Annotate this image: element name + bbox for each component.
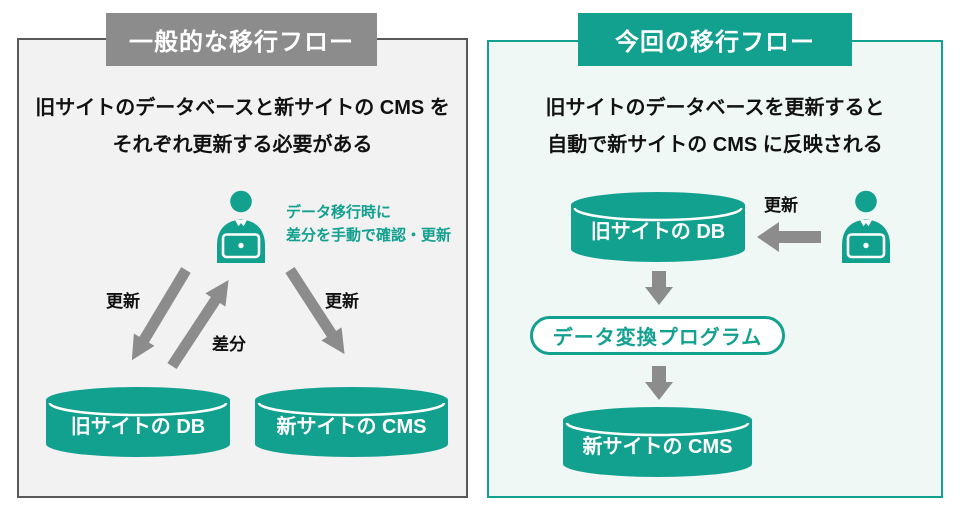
general-flow-description-line2: それぞれ更新する必要がある xyxy=(112,134,373,156)
new-cms-cylinder: 新サイトの CMS xyxy=(255,387,448,457)
manual-diff-annotation-line1: データ移行時に xyxy=(286,204,392,221)
general-flow-title-badge: 一般的な移行フロー xyxy=(106,13,377,66)
update-left-label: 更新 xyxy=(106,292,140,311)
database-cylinder-icon xyxy=(255,387,448,457)
old-db-label: 旧サイトの DB xyxy=(70,415,206,438)
person-with-laptop-icon xyxy=(210,190,272,263)
old-db-right-label: 旧サイトの DB xyxy=(590,220,726,243)
current-flow-description-line1: 旧サイトのデータベースを更新すると xyxy=(545,97,885,119)
current-flow-title-badge: 今回の移行フロー xyxy=(578,13,852,66)
data-converter-pill: データ変換プログラム xyxy=(530,316,785,355)
arrow-down-icon-1 xyxy=(645,271,673,305)
diff-label: 差分 xyxy=(212,335,246,354)
old-db-cylinder: 旧サイトの DB xyxy=(46,387,230,457)
current-flow-title: 今回の移行フロー xyxy=(615,29,815,56)
update-label-right-panel: 更新 xyxy=(764,196,798,215)
data-converter-label: データ変換プログラム xyxy=(552,327,763,349)
general-flow-description: 旧サイトのデータベースと新サイトの CMS を それぞれ更新する必要がある xyxy=(19,90,466,164)
update-diff-arrows-icon xyxy=(100,264,370,372)
current-flow-description-line2: 自動で新サイトの CMS に反映される xyxy=(547,134,883,156)
manual-diff-annotation: データ移行時に 差分を手動で確認・更新 xyxy=(286,201,451,247)
arrow-down-icon-2 xyxy=(645,366,673,400)
current-flow-description: 旧サイトのデータベースを更新すると 自動で新サイトの CMS に反映される xyxy=(489,90,941,164)
new-cms-right-label: 新サイトの CMS xyxy=(582,435,733,458)
general-flow-title: 一般的な移行フロー xyxy=(129,29,354,56)
arrow-left-icon xyxy=(757,222,821,252)
database-cylinder-icon xyxy=(563,407,752,477)
update-right-label: 更新 xyxy=(325,292,359,311)
new-cms-label: 新サイトの CMS xyxy=(276,415,427,438)
old-db-cylinder-right: 旧サイトの DB xyxy=(571,192,745,262)
general-flow-description-line1: 旧サイトのデータベースと新サイトの CMS を xyxy=(35,97,450,119)
manual-diff-annotation-line2: 差分を手動で確認・更新 xyxy=(286,227,452,244)
database-cylinder-icon xyxy=(571,192,745,262)
database-cylinder-icon xyxy=(46,387,230,457)
new-cms-cylinder-right: 新サイトの CMS xyxy=(563,407,752,477)
person-with-laptop-icon-right xyxy=(835,190,897,263)
